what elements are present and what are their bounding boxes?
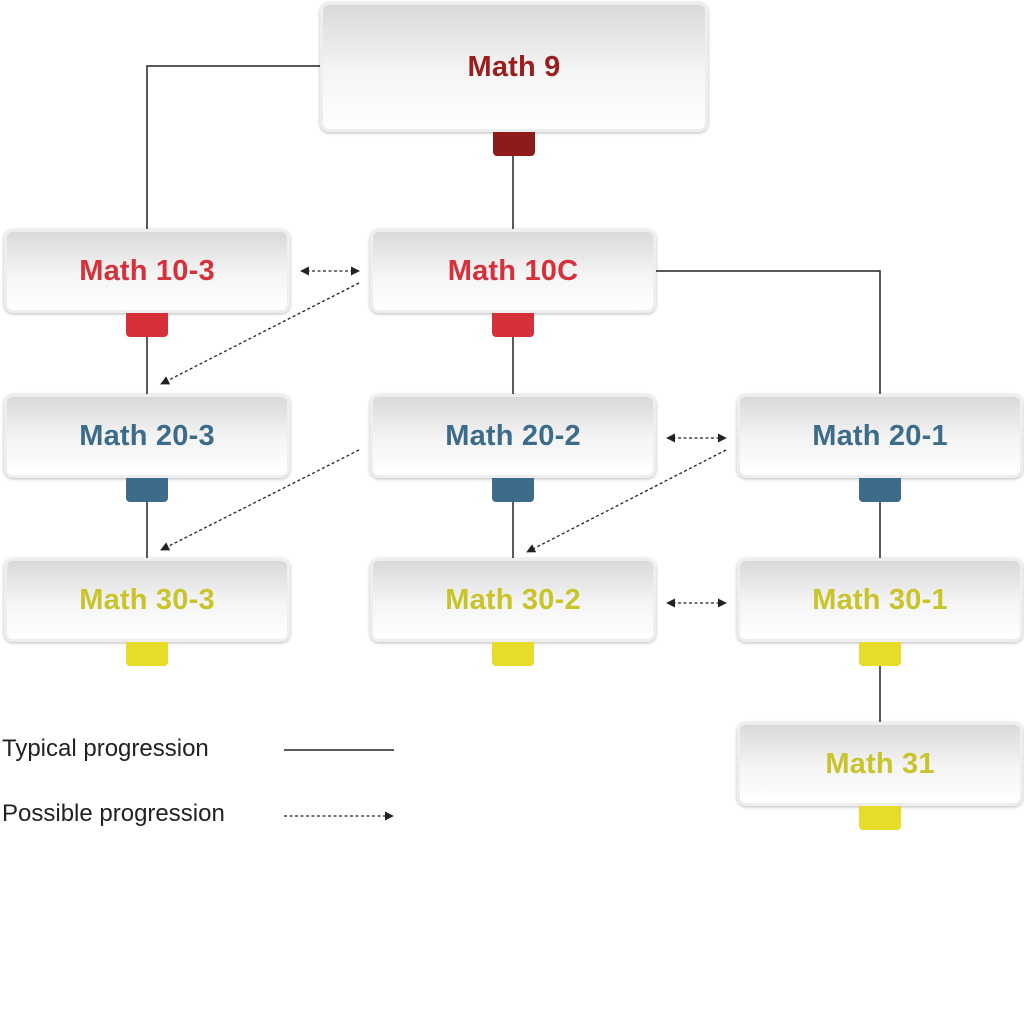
course-node-math30-3: Math 30-3 xyxy=(4,558,290,642)
course-node-label: Math 20-1 xyxy=(812,419,948,452)
course-node-label: Math 30-3 xyxy=(79,583,215,616)
course-node-tab xyxy=(492,313,534,337)
legend-typical-label: Typical progression xyxy=(2,735,209,762)
course-node-label: Math 30-1 xyxy=(812,583,948,616)
course-node-label: Math 20-3 xyxy=(79,419,215,452)
course-node-tab xyxy=(126,313,168,337)
typical-progression-line xyxy=(656,270,881,394)
course-node-math9: Math 9 xyxy=(320,2,708,132)
course-node-math20-3: Math 20-3 xyxy=(4,394,290,478)
course-node-tab xyxy=(492,478,534,502)
possible-progression-arrow xyxy=(526,449,727,553)
course-node-label: Math 10C xyxy=(447,254,579,287)
legend-possible-label: Possible progression xyxy=(2,800,225,827)
course-node-tab xyxy=(126,478,168,502)
course-node-math20-1: Math 20-1 xyxy=(737,394,1023,478)
course-node-math31: Math 31 xyxy=(737,722,1023,806)
possible-progression-arrow xyxy=(160,449,360,551)
course-node-math30-1: Math 30-1 xyxy=(737,558,1023,642)
typical-progression-line xyxy=(146,65,320,229)
course-node-label: Math 31 xyxy=(825,747,935,780)
course-node-label: Math 20-2 xyxy=(445,419,581,452)
course-node-tab xyxy=(859,806,901,830)
course-node-label: Math 30-2 xyxy=(445,583,581,616)
possible-progression-lines xyxy=(160,266,727,608)
course-node-tab xyxy=(492,642,534,666)
course-node-math20-2: Math 20-2 xyxy=(370,394,656,478)
course-node-tab xyxy=(126,642,168,666)
course-node-math30-2: Math 30-2 xyxy=(370,558,656,642)
legend-samples xyxy=(284,749,394,821)
course-node-tab xyxy=(493,132,535,156)
possible-progression-arrow xyxy=(160,282,360,385)
course-node-label: Math 10-3 xyxy=(79,254,215,287)
course-node-tab xyxy=(859,642,901,666)
typical-progression-lines xyxy=(146,65,881,722)
course-node-tab xyxy=(859,478,901,502)
course-node-math10-3: Math 10-3 xyxy=(4,229,290,313)
course-node-label: Math 9 xyxy=(467,50,561,83)
course-node-math10c: Math 10C xyxy=(370,229,656,313)
